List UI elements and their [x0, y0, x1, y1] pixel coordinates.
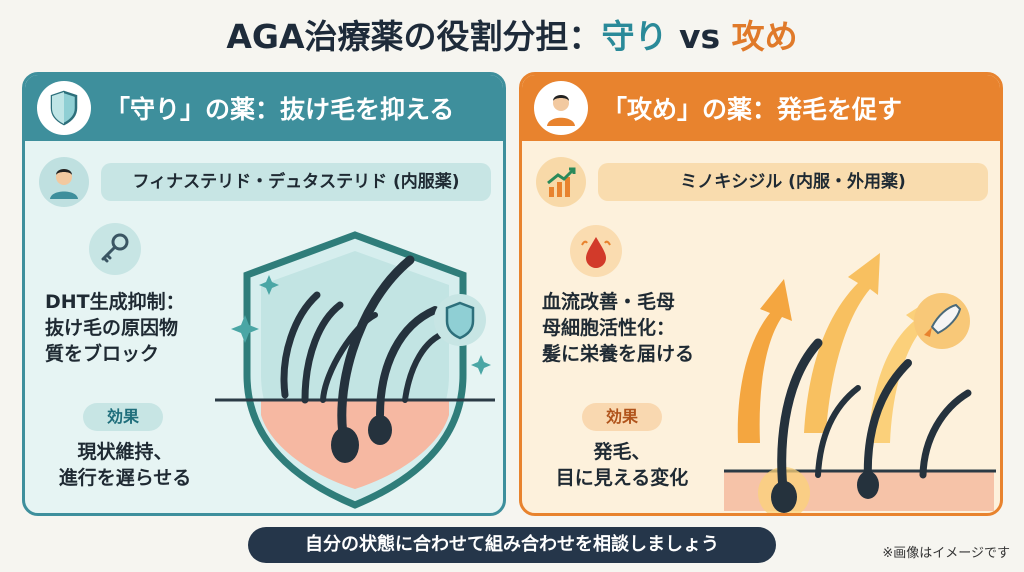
offense-panel-header: 「攻め」の薬：発毛を促す	[522, 75, 1000, 141]
defense-mechanism-line: DHT生成抑制：	[45, 291, 185, 313]
advice-banner: 自分の状態に合わせて組み合わせを相談しましょう	[248, 527, 776, 563]
title-prefix: AGA治療薬の役割分担：	[226, 17, 602, 56]
shield-hair-illustration	[215, 231, 495, 509]
defense-mechanism: DHT生成抑制： 抜け毛の原因物 質をブロック	[45, 289, 185, 367]
offense-mechanism-line: 髪に栄養を届ける	[542, 343, 695, 365]
offense-effect-badge: 効果	[582, 403, 662, 431]
blood-drop-icon	[570, 225, 622, 277]
offense-effect-line: 発毛、	[593, 441, 651, 463]
rocket-icon	[930, 303, 962, 335]
defense-effect-line: 進行を遅らせる	[58, 467, 192, 489]
defense-panel-title: 「守り」の薬：抜け毛を抑える	[105, 95, 455, 124]
defense-effect-badge: 効果	[83, 403, 163, 431]
offense-effect-line: 目に見える変化	[555, 467, 689, 489]
growth-chart-icon	[536, 157, 586, 207]
title-offense-word: 攻め	[731, 17, 798, 56]
growth-hair-illustration	[724, 253, 996, 513]
shield-icon	[37, 81, 91, 135]
offense-effect: 発毛、 目に見える変化	[532, 439, 712, 491]
defense-drug-bar: フィナステリド・デュタステリド (内服薬)	[39, 157, 491, 207]
title-defense-word: 守り	[601, 17, 668, 56]
defense-effect: 現状維持、 進行を遅らせる	[45, 439, 205, 491]
offense-panel: 「攻め」の薬：発毛を促す ミノキシジル (内服・外用薬) 血流改善・毛母 母細胞…	[519, 72, 1003, 516]
defense-panel: 「守り」の薬：抜け毛を抑える フィナステリド・デュタステリド (内服薬) DHT…	[22, 72, 506, 516]
defense-mechanism-line: 質をブロック	[45, 343, 160, 365]
offense-mechanism: 血流改善・毛母 母細胞活性化： 髪に栄養を届ける	[542, 289, 694, 367]
offense-mechanism-line: 母細胞活性化：	[542, 317, 676, 339]
offense-panel-title: 「攻め」の薬：発毛を促す	[602, 95, 903, 124]
defense-drug-name: フィナステリド・デュタステリド (内服薬)	[101, 163, 491, 201]
offense-mechanism-line: 血流改善・毛母	[542, 291, 676, 313]
image-disclaimer: ※画像はイメージです	[882, 546, 1010, 561]
defense-panel-header: 「守り」の薬：抜け毛を抑える	[25, 75, 503, 141]
title-vs: vs	[667, 17, 732, 56]
page-title: AGA治療薬の役割分担：守り vs 攻め	[0, 10, 1024, 58]
offense-drug-bar: ミノキシジル (内服・外用薬)	[536, 157, 988, 207]
key-icon	[89, 223, 141, 275]
person-icon	[534, 81, 588, 135]
shield-icon	[445, 301, 475, 340]
defense-mechanism-line: 抜け毛の原因物	[45, 317, 179, 339]
offense-drug-name: ミノキシジル (内服・外用薬)	[598, 163, 988, 201]
defense-effect-line: 現状維持、	[77, 441, 173, 463]
person-icon	[39, 157, 89, 207]
